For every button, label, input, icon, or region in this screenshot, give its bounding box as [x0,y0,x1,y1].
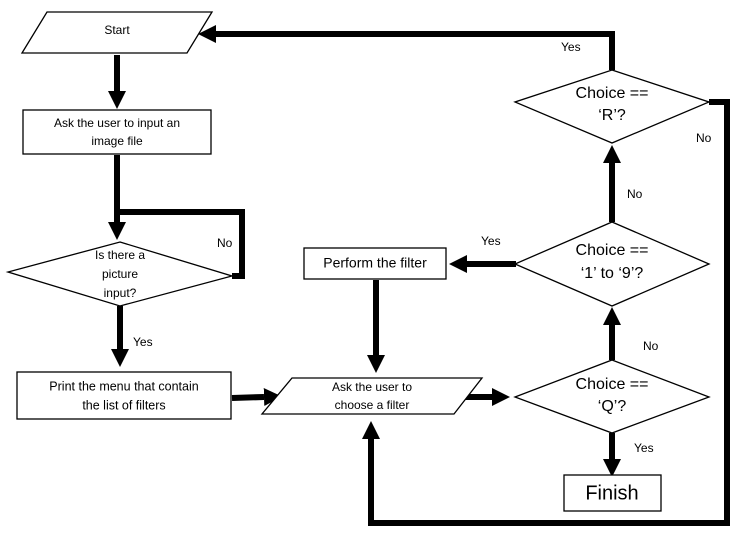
print-menu-line-1: Print the menu that contain [49,379,198,393]
edge-picture-no-loop [119,209,245,279]
edge-label-1-9-yes: Yes [481,234,501,248]
print-menu-line-2: the list of filters [82,398,165,412]
start-parallelogram [20,11,214,54]
ask-image-node: Ask the user to input an image file [22,109,212,155]
finish-node: Finish [563,474,662,512]
edge-label-picture-no: No [217,236,233,250]
ask-filter-line-2: choose a filter [335,398,410,412]
ask-filter-node: Ask the user to choose a filter [260,377,484,415]
edge-choice-r-yes-to-start [198,25,615,70]
perform-filter-label: Perform the filter [323,255,427,271]
edge-labels: No Yes Yes No Yes No No Yes [133,40,712,455]
ask-image-box [22,109,212,155]
print-menu-node: Print the menu that contain the list of … [16,371,232,420]
edge-choice-r-no-to-ask-filter [362,99,730,526]
ask-filter-parallelogram [260,377,484,415]
perform-filter-node: Perform the filter [303,247,447,280]
choice-1-9-node: Choice == ‘1’ to ‘9’? [513,221,711,307]
edge-label-r-no: No [696,131,712,145]
edge-label-r-yes: Yes [561,40,581,54]
finish-label: Finish [585,482,638,504]
ask-image-label-line-1: Ask the user to input an [54,116,180,130]
choice-q-diamond [513,359,711,434]
choice-r-line-2: ‘R’? [598,107,626,124]
ask-image-label-line-2: image file [91,134,143,148]
choice-1-9-diamond [513,221,711,307]
finish-box [563,474,662,512]
edge-print-menu-to-ask-filter [231,388,282,406]
print-menu-box [16,371,232,420]
edge-label-q-yes: Yes [634,441,654,455]
choice-r-node: Choice == ‘R’? [513,69,711,144]
picture-decision-node: Is there a picture input? [5,241,235,307]
ask-filter-line-1: Ask the user to [332,380,412,394]
choice-1-9-line-1: Choice == [576,242,649,259]
choice-q-line-1: Choice == [576,376,649,393]
perform-filter-box [303,247,447,280]
edge-label-picture-yes: Yes [133,335,153,349]
picture-decision-line-3: input? [104,286,137,300]
choice-r-line-1: Choice == [576,85,649,102]
edge-label-1-9-no: No [627,187,643,201]
choice-r-diamond [513,69,711,144]
start-label: Start [104,23,130,37]
choice-1-9-line-2: ‘1’ to ‘9’? [581,265,644,282]
picture-decision-diamond [5,241,235,307]
edge-label-q-no: No [643,339,659,353]
picture-decision-line-1: Is there a [95,248,145,262]
picture-decision-line-2: picture [102,267,138,281]
start-node: Start [20,11,214,54]
choice-q-node: Choice == ‘Q’? [513,359,711,434]
choice-q-line-2: ‘Q’? [598,398,627,415]
